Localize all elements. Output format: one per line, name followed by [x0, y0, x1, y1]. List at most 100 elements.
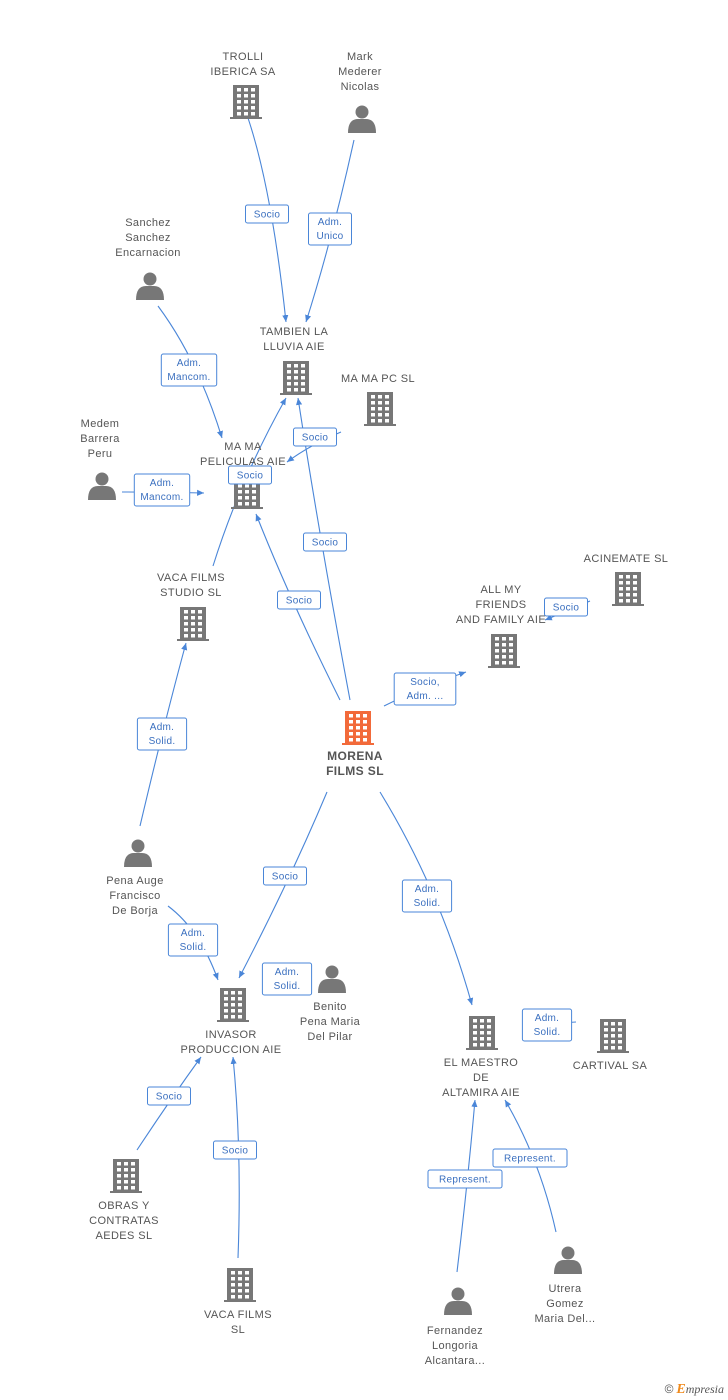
node-label-allmy: FRIENDS	[475, 599, 526, 611]
relation-label-r5[interactable]: Adm. Mancom.	[133, 473, 191, 507]
building-icon	[224, 1268, 256, 1302]
node-label-fernandez: Alcantara...	[425, 1355, 485, 1367]
relation-text: Adm. ...	[407, 691, 444, 702]
node-label-mamapc: MA MA PC SL	[341, 373, 415, 385]
relation-text: Socio	[237, 471, 264, 482]
relation-text: Solid.	[534, 1027, 561, 1038]
relation-text: Socio,	[410, 677, 440, 688]
node-label-benito: Del Pilar	[307, 1031, 352, 1043]
relation-text: Mancom.	[140, 492, 183, 503]
relation-label-r10[interactable]: Socio, Adm. ...	[393, 672, 457, 706]
relation-text: Adm.	[415, 884, 440, 895]
node-label-sanchez: Sanchez	[125, 232, 171, 244]
node-label-maestro: ALTAMIRA AIE	[442, 1087, 520, 1099]
node-label-mark: Mark	[347, 51, 373, 63]
relation-label-r6[interactable]: Socio	[228, 465, 272, 485]
relation-label-r11[interactable]: Adm. Solid.	[136, 717, 188, 751]
relation-text: Adm.	[177, 358, 202, 369]
relation-label-r18[interactable]: Socio	[213, 1140, 257, 1160]
node-label-invasor: PRODUCCION AIE	[181, 1044, 282, 1056]
node-label-medem: Medem	[81, 418, 120, 430]
node-label-morena: FILMS SL	[326, 764, 384, 778]
node-label-maestro: DE	[473, 1072, 489, 1084]
relation-text: Solid.	[414, 898, 441, 909]
relation-label-r20[interactable]: Represent.	[427, 1169, 503, 1189]
building-icon	[217, 988, 249, 1022]
node-label-acinemate: ACINEMATE SL	[584, 553, 669, 565]
node-label-pena: Francisco	[109, 890, 160, 902]
relation-label-r16[interactable]: Adm. Solid.	[521, 1008, 573, 1042]
relation-label-r14[interactable]: Adm.Solid.	[167, 923, 219, 957]
node-vacafilms[interactable]: VACA FILMS SL	[204, 1268, 272, 1336]
relation-text: Adm.	[275, 967, 300, 978]
relation-label-r19[interactable]: Represent.	[492, 1148, 568, 1168]
person-icon	[318, 965, 346, 993]
relation-label-r9[interactable]: Socio	[544, 597, 588, 617]
relation-label-r7[interactable]: Socio	[303, 532, 347, 552]
building-icon	[342, 711, 374, 745]
building-icon	[466, 1016, 498, 1050]
node-label-trolli: IBERICA SA	[210, 66, 275, 78]
node-mamapc[interactable]: MA MA PC SL	[341, 373, 415, 426]
relation-text: Adm.	[535, 1013, 560, 1024]
node-label-vacafilms: SL	[231, 1324, 245, 1336]
relation-text: Socio	[312, 538, 339, 549]
relation-text: Adm.	[150, 478, 175, 489]
node-invasor[interactable]: INVASOR PRODUCCION AIE	[181, 988, 282, 1056]
building-icon	[280, 361, 312, 395]
relation-label-r15[interactable]: Adm.Solid.	[261, 962, 313, 996]
person-icon	[348, 105, 376, 133]
node-acinemate[interactable]: ACINEMATE SL	[584, 553, 669, 606]
node-label-fernandez: Fernandez	[427, 1325, 483, 1337]
relation-text: Socio	[302, 433, 329, 444]
relation-label-r13[interactable]: Adm. Solid.	[401, 879, 453, 913]
node-label-pena: Pena Auge	[106, 875, 163, 887]
relation-text: Solid.	[149, 736, 176, 747]
node-label-medem: Peru	[88, 448, 113, 460]
person-icon	[444, 1287, 472, 1315]
relation-text: Socio	[553, 603, 580, 614]
node-label-invasor: INVASOR	[205, 1029, 257, 1041]
node-label-benito: Pena Maria	[300, 1016, 361, 1028]
node-label-tambien: TAMBIEN LA	[260, 326, 329, 338]
relation-text: Adm.	[150, 722, 175, 733]
node-label-vacafilms: VACA FILMS	[204, 1309, 272, 1321]
relation-text: Represent.	[504, 1154, 556, 1165]
node-cartival[interactable]: CARTIVAL SA	[573, 1019, 648, 1072]
relation-label-r3[interactable]: Adm. Mancom.	[160, 353, 218, 387]
node-label-mark: Mederer	[338, 66, 382, 78]
person-icon	[124, 839, 152, 867]
building-icon	[364, 392, 396, 426]
relation-text: Socio	[272, 872, 299, 883]
relation-label-r4[interactable]: Socio	[293, 427, 337, 447]
node-label-utrera: Utrera	[549, 1283, 582, 1295]
node-label-mamapeliculas: MA MA	[224, 441, 262, 453]
node-label-benito: Benito	[313, 1001, 347, 1013]
node-fernandez[interactable]: FernandezLongoriaAlcantara...	[425, 1287, 485, 1368]
brand-logo: © Empresia	[665, 1382, 724, 1398]
relation-label-r2[interactable]: Adm.Unico	[308, 212, 352, 246]
copyright-symbol: ©	[664, 1382, 674, 1396]
relation-text: Socio	[254, 210, 281, 221]
relation-label-r1[interactable]: Socio	[245, 204, 289, 224]
relation-label-r17[interactable]: Socio	[147, 1086, 191, 1106]
node-label-utrera: Maria Del...	[534, 1313, 595, 1325]
node-label-sanchez: Sanchez	[125, 217, 171, 229]
relation-label-r12[interactable]: Socio	[263, 866, 307, 886]
relation-label-r8[interactable]: Socio	[277, 590, 321, 610]
relation-text: Mancom.	[167, 372, 210, 383]
